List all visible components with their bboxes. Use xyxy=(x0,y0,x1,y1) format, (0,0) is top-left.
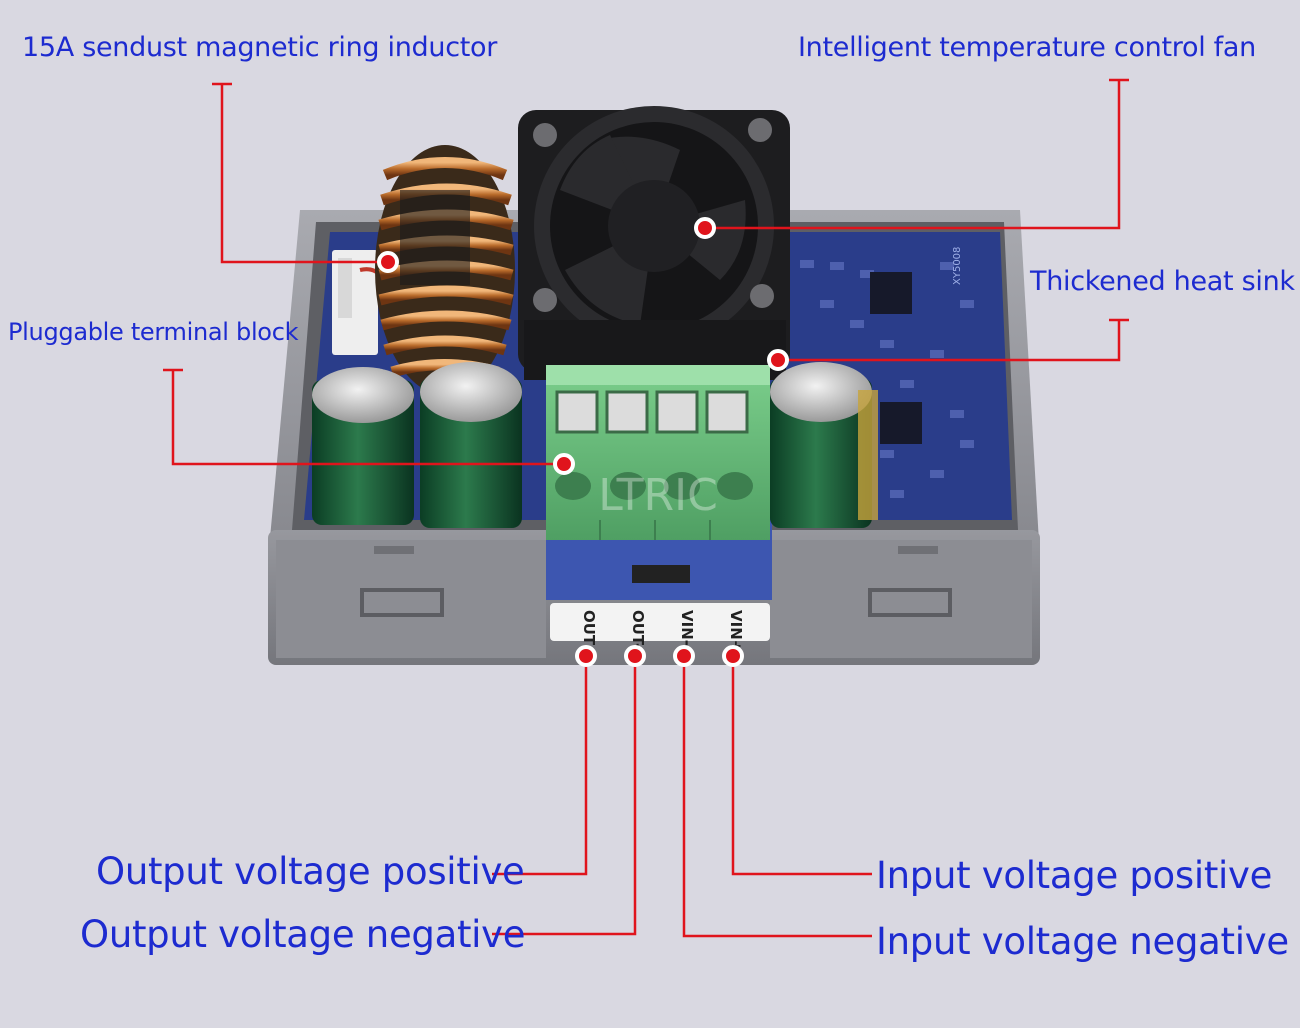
marker-vin-pos xyxy=(722,645,744,667)
markers xyxy=(377,217,789,667)
pin-label-vin-neg: VIN- xyxy=(678,610,696,646)
marker-out-pos xyxy=(575,645,597,667)
pin-label-plate: OUT+ OUT- VIN- VIN+ xyxy=(550,603,770,658)
board-model-mark: XY5008 xyxy=(952,247,963,285)
label-terminal: Pluggable terminal block xyxy=(8,318,299,346)
label-out-neg: Output voltage negative xyxy=(80,913,526,956)
marker-terminal xyxy=(553,453,575,475)
green-terminal-block: LTRIC xyxy=(546,365,770,540)
label-out-pos: Output voltage positive xyxy=(96,850,525,893)
marker-out-neg xyxy=(624,645,646,667)
capacitors xyxy=(312,362,878,528)
pin-label-out-neg: OUT- xyxy=(629,610,647,649)
magnetic-ring-inductor xyxy=(375,145,515,395)
marker-vin-neg xyxy=(673,645,695,667)
cooling-fan xyxy=(518,106,790,380)
label-heat-sink: Thickened heat sink xyxy=(1030,266,1295,297)
label-fan: Intelligent temperature control fan xyxy=(798,32,1256,63)
label-inductor: 15A sendust magnetic ring inductor xyxy=(22,32,498,63)
white-connector xyxy=(332,250,392,355)
label-in-pos: Input voltage positive xyxy=(876,854,1273,897)
pin-label-vin-pos: VIN+ xyxy=(727,610,745,652)
label-in-neg: Input voltage negative xyxy=(876,920,1289,963)
leader-lines xyxy=(163,78,1129,938)
marker-inductor xyxy=(377,251,399,273)
marker-fan xyxy=(694,217,716,239)
marker-heat-sink xyxy=(767,349,789,371)
watermark: LTRIC xyxy=(598,470,718,521)
